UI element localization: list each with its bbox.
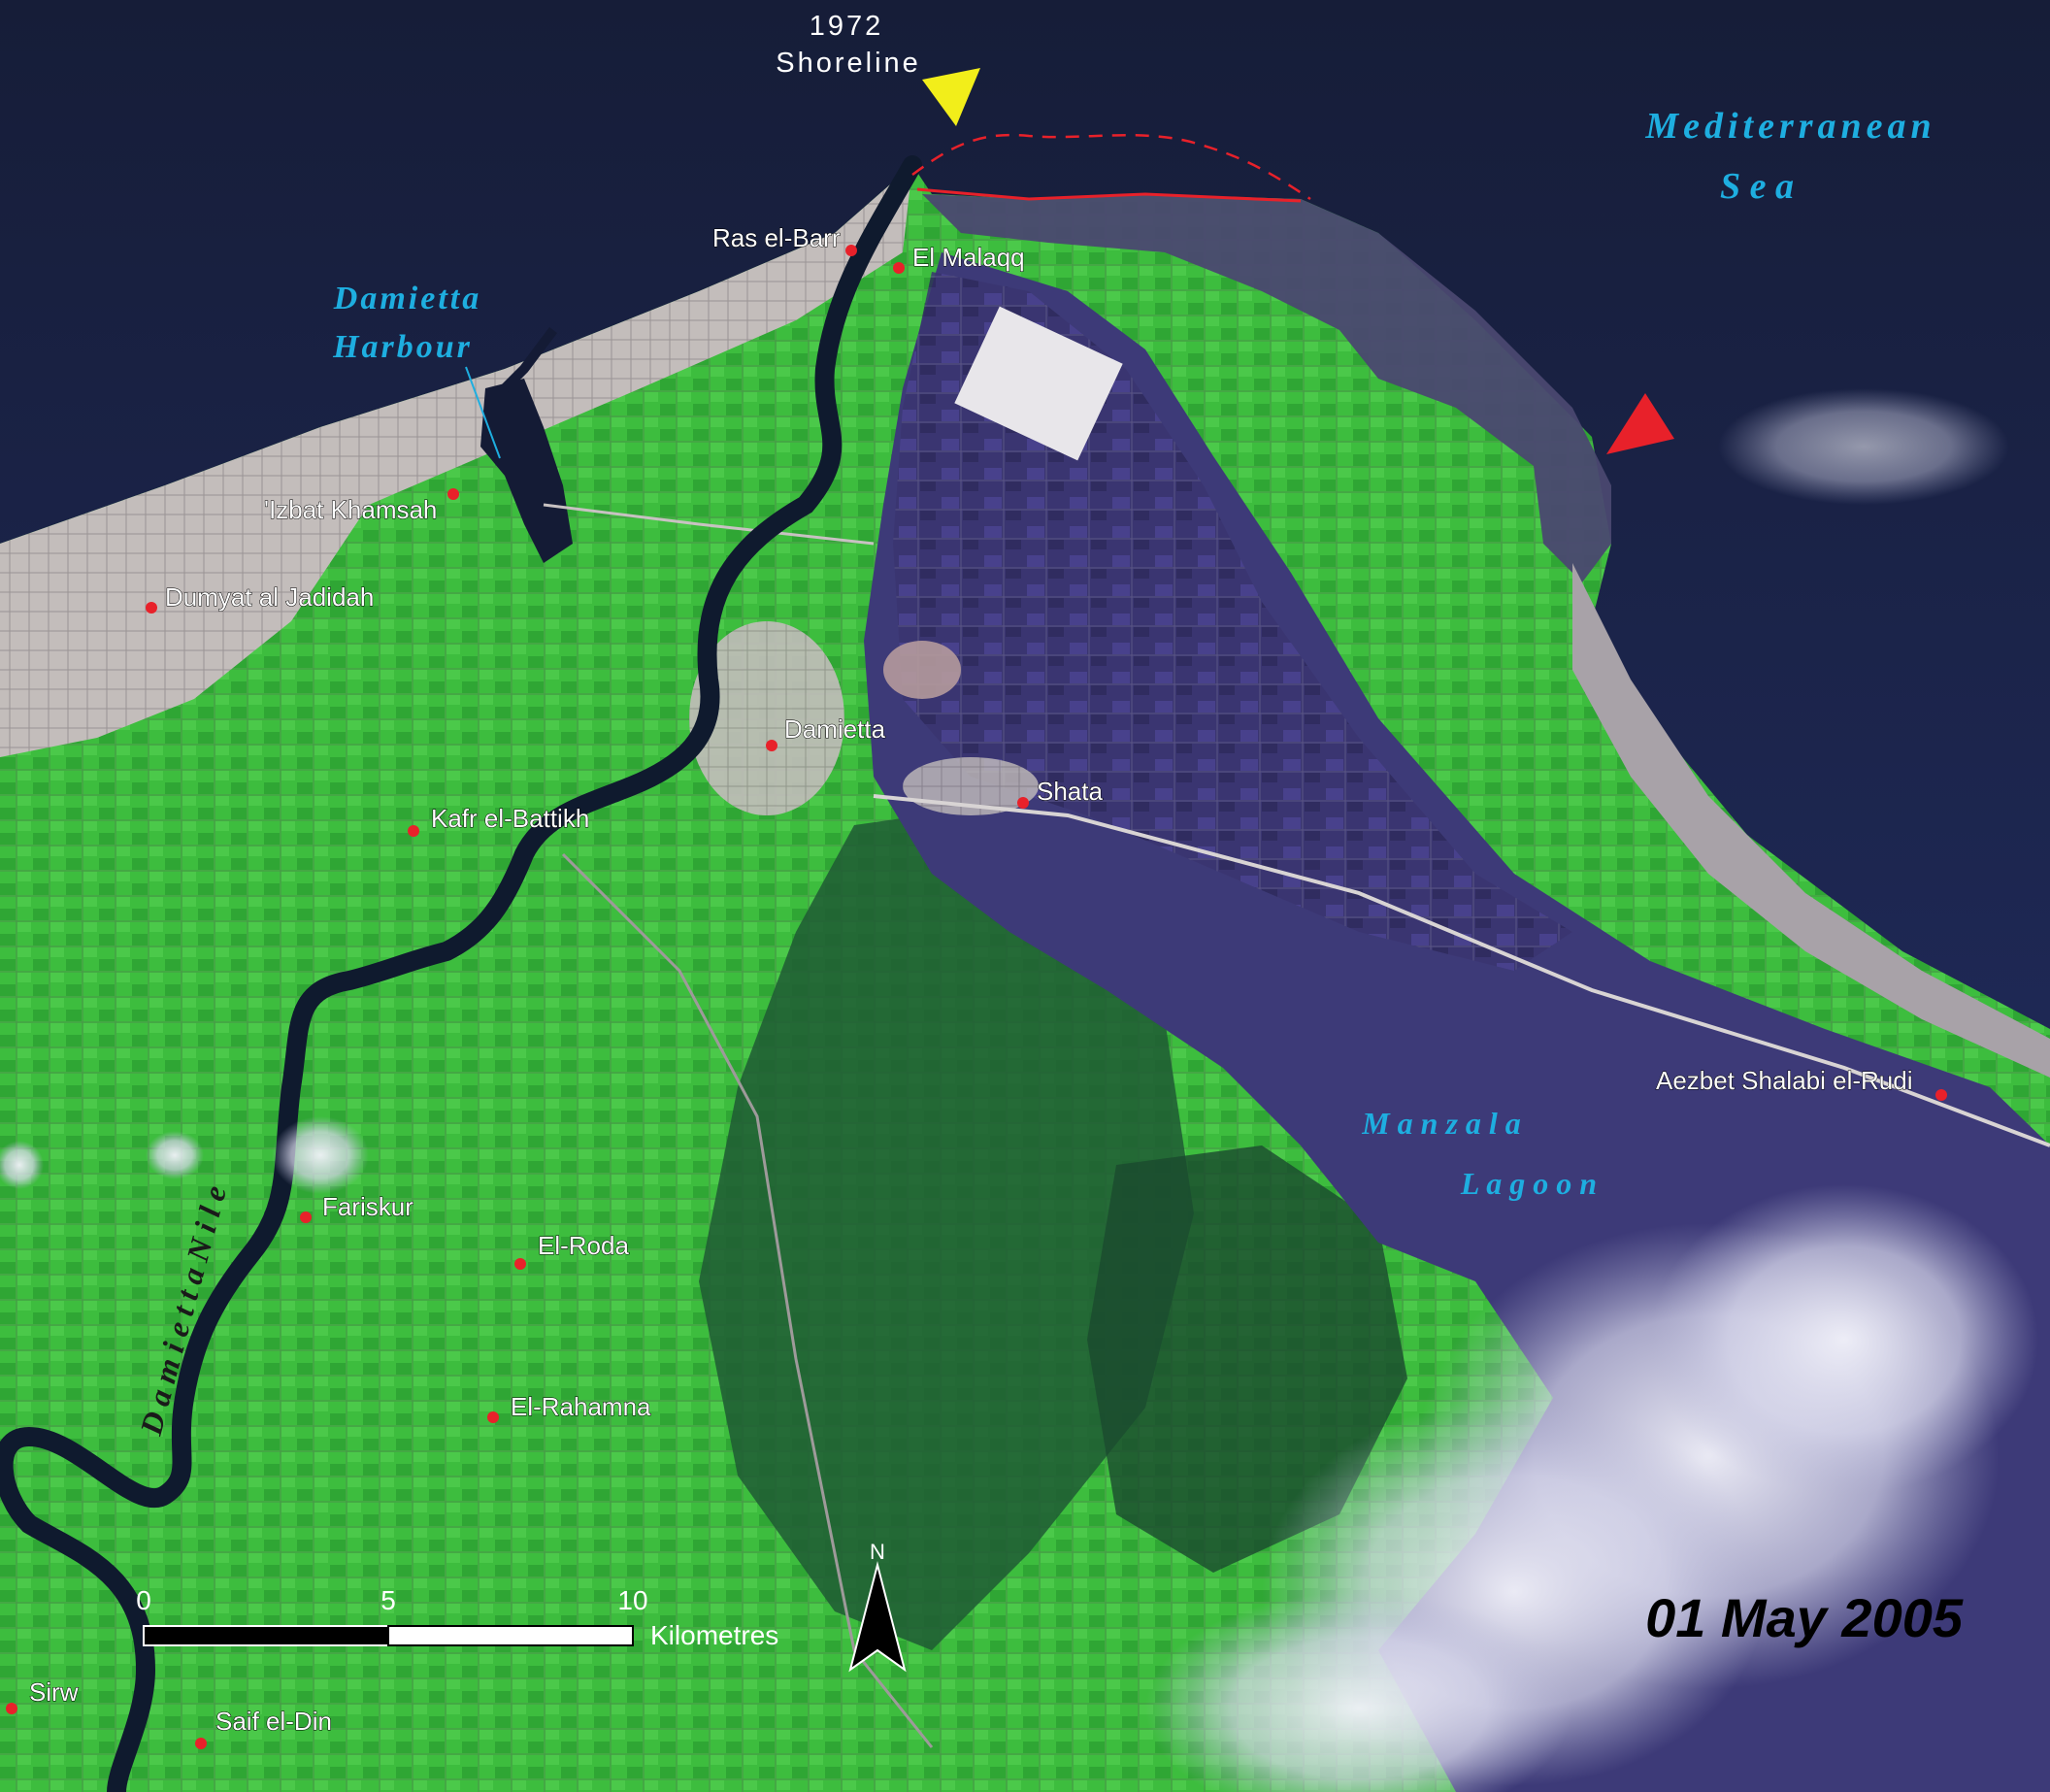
town-label: El-Rahamna — [511, 1392, 651, 1421]
town-marker — [514, 1258, 526, 1270]
shoreline-year-label: 1972 — [810, 11, 884, 42]
town-label: Fariskur — [322, 1192, 413, 1221]
town-label: Damietta — [784, 714, 886, 744]
image-date-label: 01 May 2005 — [1645, 1587, 1964, 1648]
town-marker — [487, 1411, 499, 1423]
town-el-roda[interactable]: El-Roda — [514, 1231, 630, 1270]
town-marker — [300, 1211, 312, 1223]
town-label: Ras el-Barr — [712, 223, 841, 252]
red-arrow-icon — [1606, 393, 1674, 454]
town-damietta[interactable]: Damietta — [766, 714, 886, 751]
harbour-leader-line — [465, 366, 501, 459]
shoreline-word-label: Shoreline — [776, 48, 921, 79]
town-aezbet-shalabi-el-rudi[interactable]: Aezbet Shalabi el-Rudi — [1656, 1066, 1947, 1101]
harbour-channel — [501, 327, 557, 392]
town-marker — [6, 1703, 17, 1714]
scale-bar: 0 5 10 Kilometres — [136, 1585, 778, 1650]
town-marker — [146, 602, 157, 614]
scale-unit-label: Kilometres — [650, 1620, 778, 1650]
coastal-road — [873, 794, 2050, 1147]
town-dumyat-al-jadidah[interactable]: Dumyat al Jadidah — [146, 582, 375, 614]
town-marker — [766, 740, 777, 751]
town-label: Aezbet Shalabi el-Rudi — [1656, 1066, 1913, 1095]
town-marker — [845, 245, 857, 256]
yellow-arrow-icon — [922, 68, 980, 126]
village-urban — [883, 641, 961, 699]
town-label: El Malaqq — [912, 243, 1025, 272]
town-sirw[interactable]: Sirw — [6, 1677, 79, 1714]
town-marker — [893, 262, 905, 274]
town-marker — [1935, 1089, 1947, 1101]
town-marker — [408, 825, 419, 837]
mediterranean-label: Mediterranean — [1644, 106, 1935, 147]
manzala-label: M a n z a l a — [1361, 1106, 1521, 1141]
current-shoreline-edge — [916, 187, 1302, 203]
town-el-malaqq[interactable]: El Malaqq — [893, 243, 1025, 274]
town-marker — [195, 1738, 207, 1749]
town-fariskur[interactable]: Fariskur — [300, 1192, 414, 1223]
town-label: El-Roda — [538, 1231, 629, 1260]
town-label: Kafr el-Battikh — [431, 804, 589, 833]
road-3 — [561, 852, 934, 1748]
damietta-urban — [689, 621, 844, 815]
town-saif-el-din[interactable]: Saif el-Din — [195, 1707, 332, 1749]
north-arrow-icon: N — [848, 1540, 907, 1673]
scale-tick-10: 10 — [617, 1585, 647, 1615]
town-marker — [447, 488, 459, 500]
town-shata[interactable]: Shata — [1017, 777, 1104, 809]
town-el-rahamna[interactable]: El-Rahamna — [487, 1392, 652, 1423]
marsh-area — [699, 806, 1194, 1650]
lagoon-label: L a g o o n — [1460, 1166, 1597, 1201]
sea-label: S e a — [1720, 166, 1794, 207]
north-label: N — [870, 1540, 885, 1564]
salt-pan — [954, 306, 1123, 461]
town-label: Shata — [1037, 777, 1103, 806]
scale-tick-5: 5 — [380, 1585, 396, 1615]
shoreline-1972 — [911, 133, 1311, 201]
town-ras-el-barr[interactable]: Ras el-Barr — [712, 223, 857, 256]
town-label: Sirw — [29, 1677, 79, 1707]
coastal-strip — [1572, 563, 2050, 1078]
western-urban-strip — [0, 165, 912, 757]
damietta-harbour-label-1: Damietta — [333, 281, 481, 316]
scale-bar-empty-segment — [387, 1625, 634, 1646]
damietta-nile-river — [0, 155, 922, 1792]
town-kafr-el-battikh[interactable]: Kafr el-Battikh — [408, 804, 590, 837]
clouds — [0, 388, 2038, 1792]
coastal-spit — [922, 194, 1611, 582]
town-izbat-khamsah[interactable]: 'Izbat Khamsah — [264, 488, 459, 525]
town-label: Saif el-Din — [215, 1707, 332, 1736]
town-label: 'Izbat Khamsah — [264, 495, 437, 524]
road-2 — [543, 503, 875, 546]
damietta-harbour-label-2: Harbour — [332, 329, 473, 365]
scale-tick-0: 0 — [136, 1585, 151, 1615]
town-marker — [1017, 797, 1029, 809]
damietta-harbour — [480, 379, 573, 563]
scale-bar-filled-segment — [143, 1625, 389, 1646]
town-label: Dumyat al Jadidah — [165, 582, 374, 612]
